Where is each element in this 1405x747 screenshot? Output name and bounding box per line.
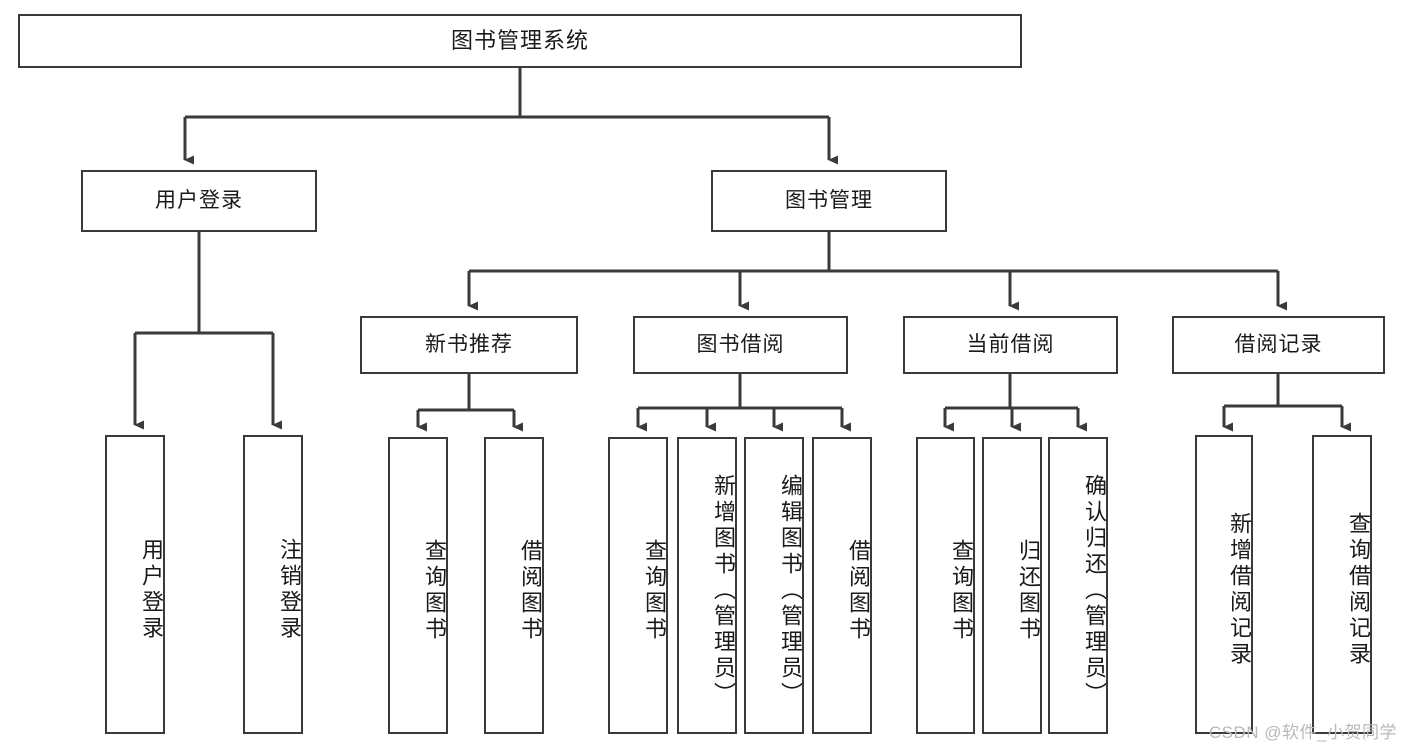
node-leaf-add-borrow-record-label: 新增借阅记录 bbox=[1227, 511, 1252, 668]
node-leaf-borrow-book-2-label: 借阅图书 bbox=[846, 538, 871, 643]
node-leaf-query-book-3[interactable]: 查询图书 bbox=[916, 437, 975, 734]
node-book-borrow[interactable]: 图书借阅 bbox=[633, 316, 848, 374]
node-leaf-add-book-label: 新增图书（管理员） bbox=[711, 473, 736, 708]
node-user-login-label: 用户登录 bbox=[155, 189, 243, 213]
node-leaf-logout-login-label: 注销登录 bbox=[277, 537, 302, 642]
node-leaf-query-borrow-record-label: 查询借阅记录 bbox=[1346, 511, 1371, 668]
node-book-management[interactable]: 图书管理 bbox=[711, 170, 947, 232]
node-borrow-record-label: 借阅记录 bbox=[1234, 333, 1323, 357]
node-leaf-query-borrow-record[interactable]: 查询借阅记录 bbox=[1312, 435, 1372, 734]
node-leaf-query-book-1-label: 查询图书 bbox=[422, 538, 447, 643]
node-leaf-borrow-book-2[interactable]: 借阅图书 bbox=[812, 437, 872, 734]
node-leaf-return-book-label: 归还图书 bbox=[1016, 538, 1041, 643]
node-leaf-confirm-return-label: 确认归还（管理员） bbox=[1082, 473, 1107, 708]
node-leaf-query-book-2-label: 查询图书 bbox=[642, 538, 667, 643]
node-leaf-user-login[interactable]: 用户登录 bbox=[105, 435, 165, 734]
node-leaf-borrow-book-1-label: 借阅图书 bbox=[518, 538, 543, 643]
node-leaf-add-borrow-record[interactable]: 新增借阅记录 bbox=[1195, 435, 1253, 734]
csdn-watermark: CSDN @软件_小贺同学 bbox=[1208, 723, 1397, 742]
node-leaf-query-book-1[interactable]: 查询图书 bbox=[388, 437, 448, 734]
node-current-borrow[interactable]: 当前借阅 bbox=[903, 316, 1118, 374]
node-leaf-query-book-2[interactable]: 查询图书 bbox=[608, 437, 668, 734]
node-book-management-label: 图书管理 bbox=[785, 189, 873, 213]
node-leaf-user-login-label: 用户登录 bbox=[139, 537, 164, 642]
node-leaf-edit-book[interactable]: 编辑图书（管理员） bbox=[744, 437, 804, 734]
node-user-login[interactable]: 用户登录 bbox=[81, 170, 317, 232]
node-new-book-recommend-label: 新书推荐 bbox=[425, 333, 513, 357]
node-root-label: 图书管理系统 bbox=[450, 27, 589, 53]
node-root[interactable]: 图书管理系统 bbox=[18, 14, 1022, 68]
node-leaf-confirm-return[interactable]: 确认归还（管理员） bbox=[1048, 437, 1108, 734]
node-leaf-edit-book-label: 编辑图书（管理员） bbox=[778, 473, 803, 708]
node-leaf-query-book-3-label: 查询图书 bbox=[949, 538, 974, 643]
node-book-borrow-label: 图书借阅 bbox=[696, 333, 785, 357]
node-leaf-borrow-book-1[interactable]: 借阅图书 bbox=[484, 437, 544, 734]
node-new-book-recommend[interactable]: 新书推荐 bbox=[360, 316, 578, 374]
node-borrow-record[interactable]: 借阅记录 bbox=[1172, 316, 1385, 374]
node-leaf-add-book[interactable]: 新增图书（管理员） bbox=[677, 437, 737, 734]
node-leaf-logout-login[interactable]: 注销登录 bbox=[243, 435, 303, 734]
node-current-borrow-label: 当前借阅 bbox=[966, 333, 1055, 357]
node-leaf-return-book[interactable]: 归还图书 bbox=[982, 437, 1042, 734]
